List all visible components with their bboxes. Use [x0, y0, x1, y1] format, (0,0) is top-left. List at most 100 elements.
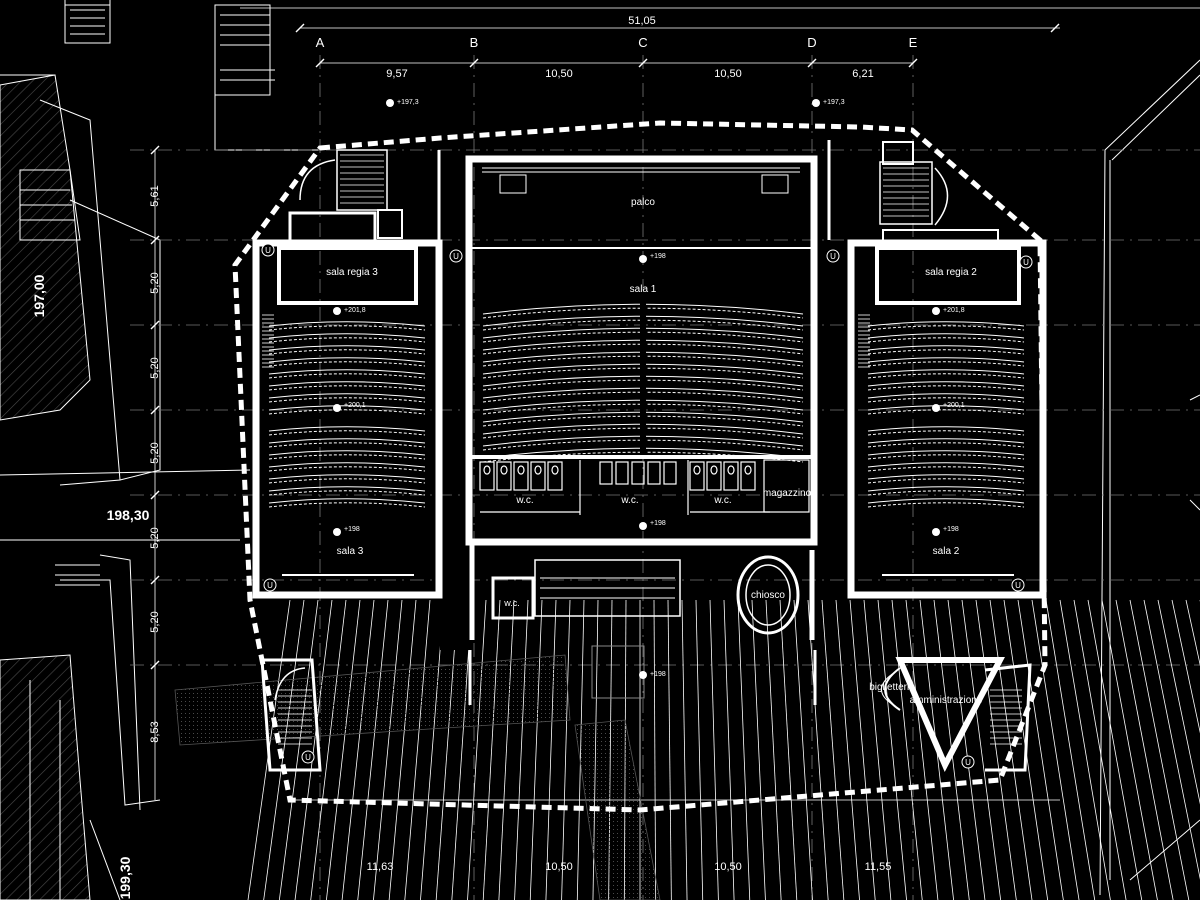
paving-stripe — [1031, 599, 1080, 900]
seat-row — [268, 337, 426, 343]
label-regia2: sala regia 2 — [925, 267, 977, 278]
seat-row — [268, 454, 426, 460]
paving-stripe — [1129, 599, 1190, 900]
paving-stripe — [545, 599, 557, 900]
wc-stall — [496, 461, 512, 491]
paving-stripe — [357, 599, 389, 900]
paving-stripe — [467, 599, 487, 900]
svg-text:+197,3: +197,3 — [823, 99, 845, 106]
seat-row — [268, 502, 426, 508]
seat-row — [268, 426, 426, 432]
paving-stripe — [793, 599, 813, 900]
seat-row — [268, 325, 426, 331]
paving-stripe — [751, 599, 766, 900]
seat-row — [867, 474, 1025, 480]
wc-cubicle — [647, 461, 661, 485]
seat-row — [268, 438, 426, 444]
label-magazzino: magazzino — [763, 488, 812, 499]
wc-fixtures — [479, 459, 810, 515]
paving-stripe — [529, 599, 543, 900]
wc-toilet — [534, 465, 542, 475]
paving-stripe — [877, 599, 907, 900]
wc-toilet — [483, 465, 491, 475]
svg-text:+198: +198 — [650, 671, 666, 678]
dotted-band — [174, 645, 661, 900]
wc-stall — [740, 461, 756, 491]
seat-row — [867, 409, 1025, 415]
lift-icon: U — [449, 249, 463, 263]
site-level-198: 198,30 — [107, 507, 150, 523]
seat-row — [867, 381, 1025, 387]
wc-toilet — [744, 465, 752, 475]
svg-text:+198: +198 — [943, 526, 959, 533]
paving-stripe — [1157, 599, 1200, 805]
svg-text:+197,3: +197,3 — [397, 99, 419, 106]
seat-row — [268, 393, 426, 399]
paving-stripe — [653, 599, 657, 900]
wc-stall — [479, 461, 495, 491]
svg-text:+201,8: +201,8 — [344, 307, 366, 314]
paving-stripe — [310, 599, 347, 900]
svg-text:U: U — [265, 246, 271, 255]
svg-text:U: U — [965, 758, 971, 767]
site-level-199: 199,30 — [117, 856, 133, 899]
paving-stripe — [1115, 599, 1174, 900]
site-level-texts: 197,00 198,30 199,30 — [31, 274, 150, 899]
wc-stall — [706, 461, 722, 491]
seat-row — [867, 442, 1025, 448]
svg-text:+200,1: +200,1 — [344, 402, 366, 409]
seat-row — [867, 405, 1025, 411]
wc-stall — [547, 461, 563, 491]
label-wc-center: w.c. — [620, 495, 638, 506]
seat-row — [867, 498, 1025, 504]
seat-row — [867, 345, 1025, 351]
seat-row — [867, 333, 1025, 339]
site-level-197: 197,00 — [31, 274, 47, 317]
seat-row — [268, 405, 426, 411]
paving-stripe — [975, 599, 1017, 900]
paving-stripe — [373, 599, 403, 900]
lift-icon: U — [263, 578, 277, 592]
svg-text:+198: +198 — [650, 253, 666, 260]
svg-text:U: U — [1015, 581, 1021, 590]
dim-bottom-4: 11,55 — [865, 861, 892, 873]
seat-row — [867, 393, 1025, 399]
paving-stripe — [667, 599, 672, 900]
seat-row — [867, 369, 1025, 375]
wc-stall — [513, 461, 529, 491]
paving-stripe — [1143, 599, 1200, 880]
seat-row — [867, 325, 1025, 331]
lift-icon: U — [961, 755, 975, 769]
lift-icon: U — [301, 750, 315, 764]
walls — [252, 140, 1047, 772]
seat-row — [268, 361, 426, 367]
label-palco: palco — [631, 197, 655, 208]
seat-row — [268, 349, 426, 355]
paving-stripe — [681, 599, 688, 900]
dim-bottom-1: 11,63 — [367, 861, 394, 873]
seat-row — [268, 498, 426, 504]
wc-stall — [689, 461, 705, 491]
paving-stripe — [723, 599, 735, 900]
paving-stripe — [388, 599, 417, 900]
paving-stripe — [695, 599, 704, 900]
grid-letter-c: C — [638, 35, 647, 50]
dim-left-6: 5,20 — [149, 611, 161, 632]
paving-stripe — [891, 599, 923, 900]
paving-stripe — [709, 599, 719, 900]
svg-text:U: U — [453, 252, 459, 261]
paving-stripe — [514, 599, 529, 900]
paving-stripe — [1101, 599, 1158, 900]
wc-cubicle — [663, 461, 677, 485]
aisle — [640, 290, 646, 455]
level-marker: +198 — [333, 526, 360, 536]
dim-top-2: 10,50 — [545, 68, 573, 80]
wc-toilet — [517, 465, 525, 475]
seat-row — [268, 486, 426, 492]
svg-text:U: U — [305, 753, 311, 762]
svg-text:U: U — [267, 581, 273, 590]
seat-row — [867, 337, 1025, 343]
wc-toilet — [710, 465, 718, 475]
wc-toilet — [500, 465, 508, 475]
level-marker: +198 — [639, 253, 666, 263]
